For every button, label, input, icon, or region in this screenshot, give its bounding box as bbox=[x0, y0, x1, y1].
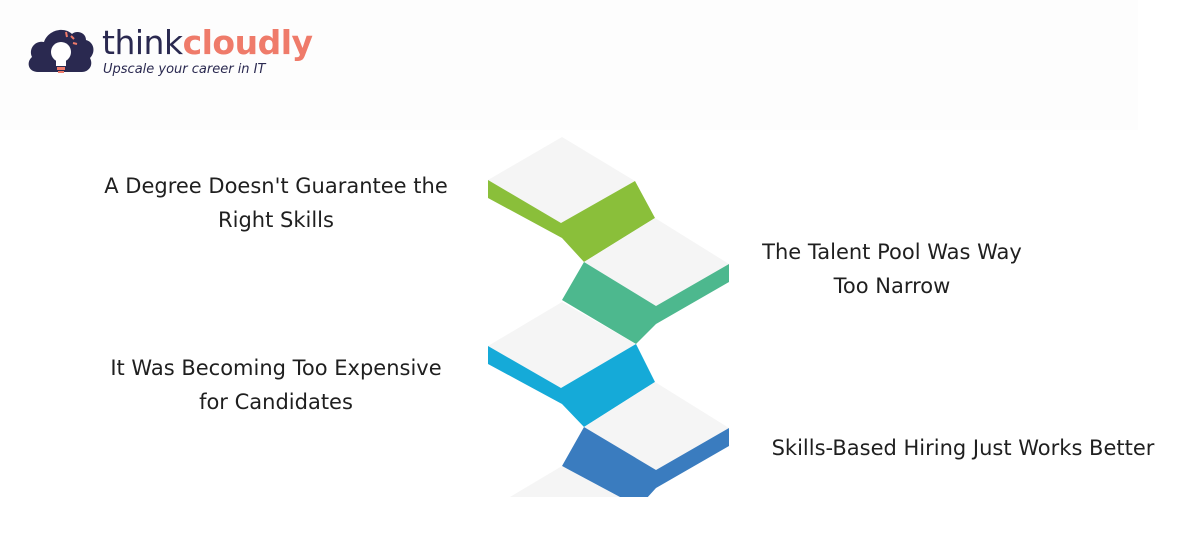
step-3 bbox=[488, 302, 655, 427]
step-1-line1: A Degree Doesn't Guarantee the bbox=[104, 174, 448, 198]
brand-name: thinkcloudly bbox=[102, 24, 313, 62]
step-2-label: The Talent Pool Was Way Too Narrow bbox=[744, 235, 1040, 303]
logo[interactable]: thinkcloudly Upscale your career in IT bbox=[26, 22, 313, 82]
step-2-line1: The Talent Pool Was Way bbox=[762, 240, 1022, 264]
tagline: Upscale your career in IT bbox=[103, 62, 266, 77]
step-5-partial bbox=[510, 466, 620, 497]
brand-cloudly: cloudly bbox=[182, 23, 313, 62]
step-2-line2: Too Narrow bbox=[833, 274, 951, 298]
step-1-label: A Degree Doesn't Guarantee the Right Ski… bbox=[86, 169, 466, 237]
header-band bbox=[0, 0, 1138, 130]
step-3-line2: for Candidates bbox=[199, 390, 353, 414]
step-4-line1: Skills-Based Hiring Just Works Better bbox=[771, 436, 1155, 460]
step-2 bbox=[562, 218, 729, 344]
brand-think: think bbox=[102, 23, 183, 62]
step-3-label: It Was Becoming Too Expensive for Candid… bbox=[86, 351, 466, 419]
step-4 bbox=[562, 382, 729, 497]
step-1-line2: Right Skills bbox=[218, 208, 334, 232]
step-3-line1: It Was Becoming Too Expensive bbox=[110, 356, 442, 380]
step-4-label: Skills-Based Hiring Just Works Better bbox=[748, 431, 1178, 465]
step-1 bbox=[488, 137, 655, 262]
cloud-lightbulb-icon bbox=[28, 29, 94, 73]
